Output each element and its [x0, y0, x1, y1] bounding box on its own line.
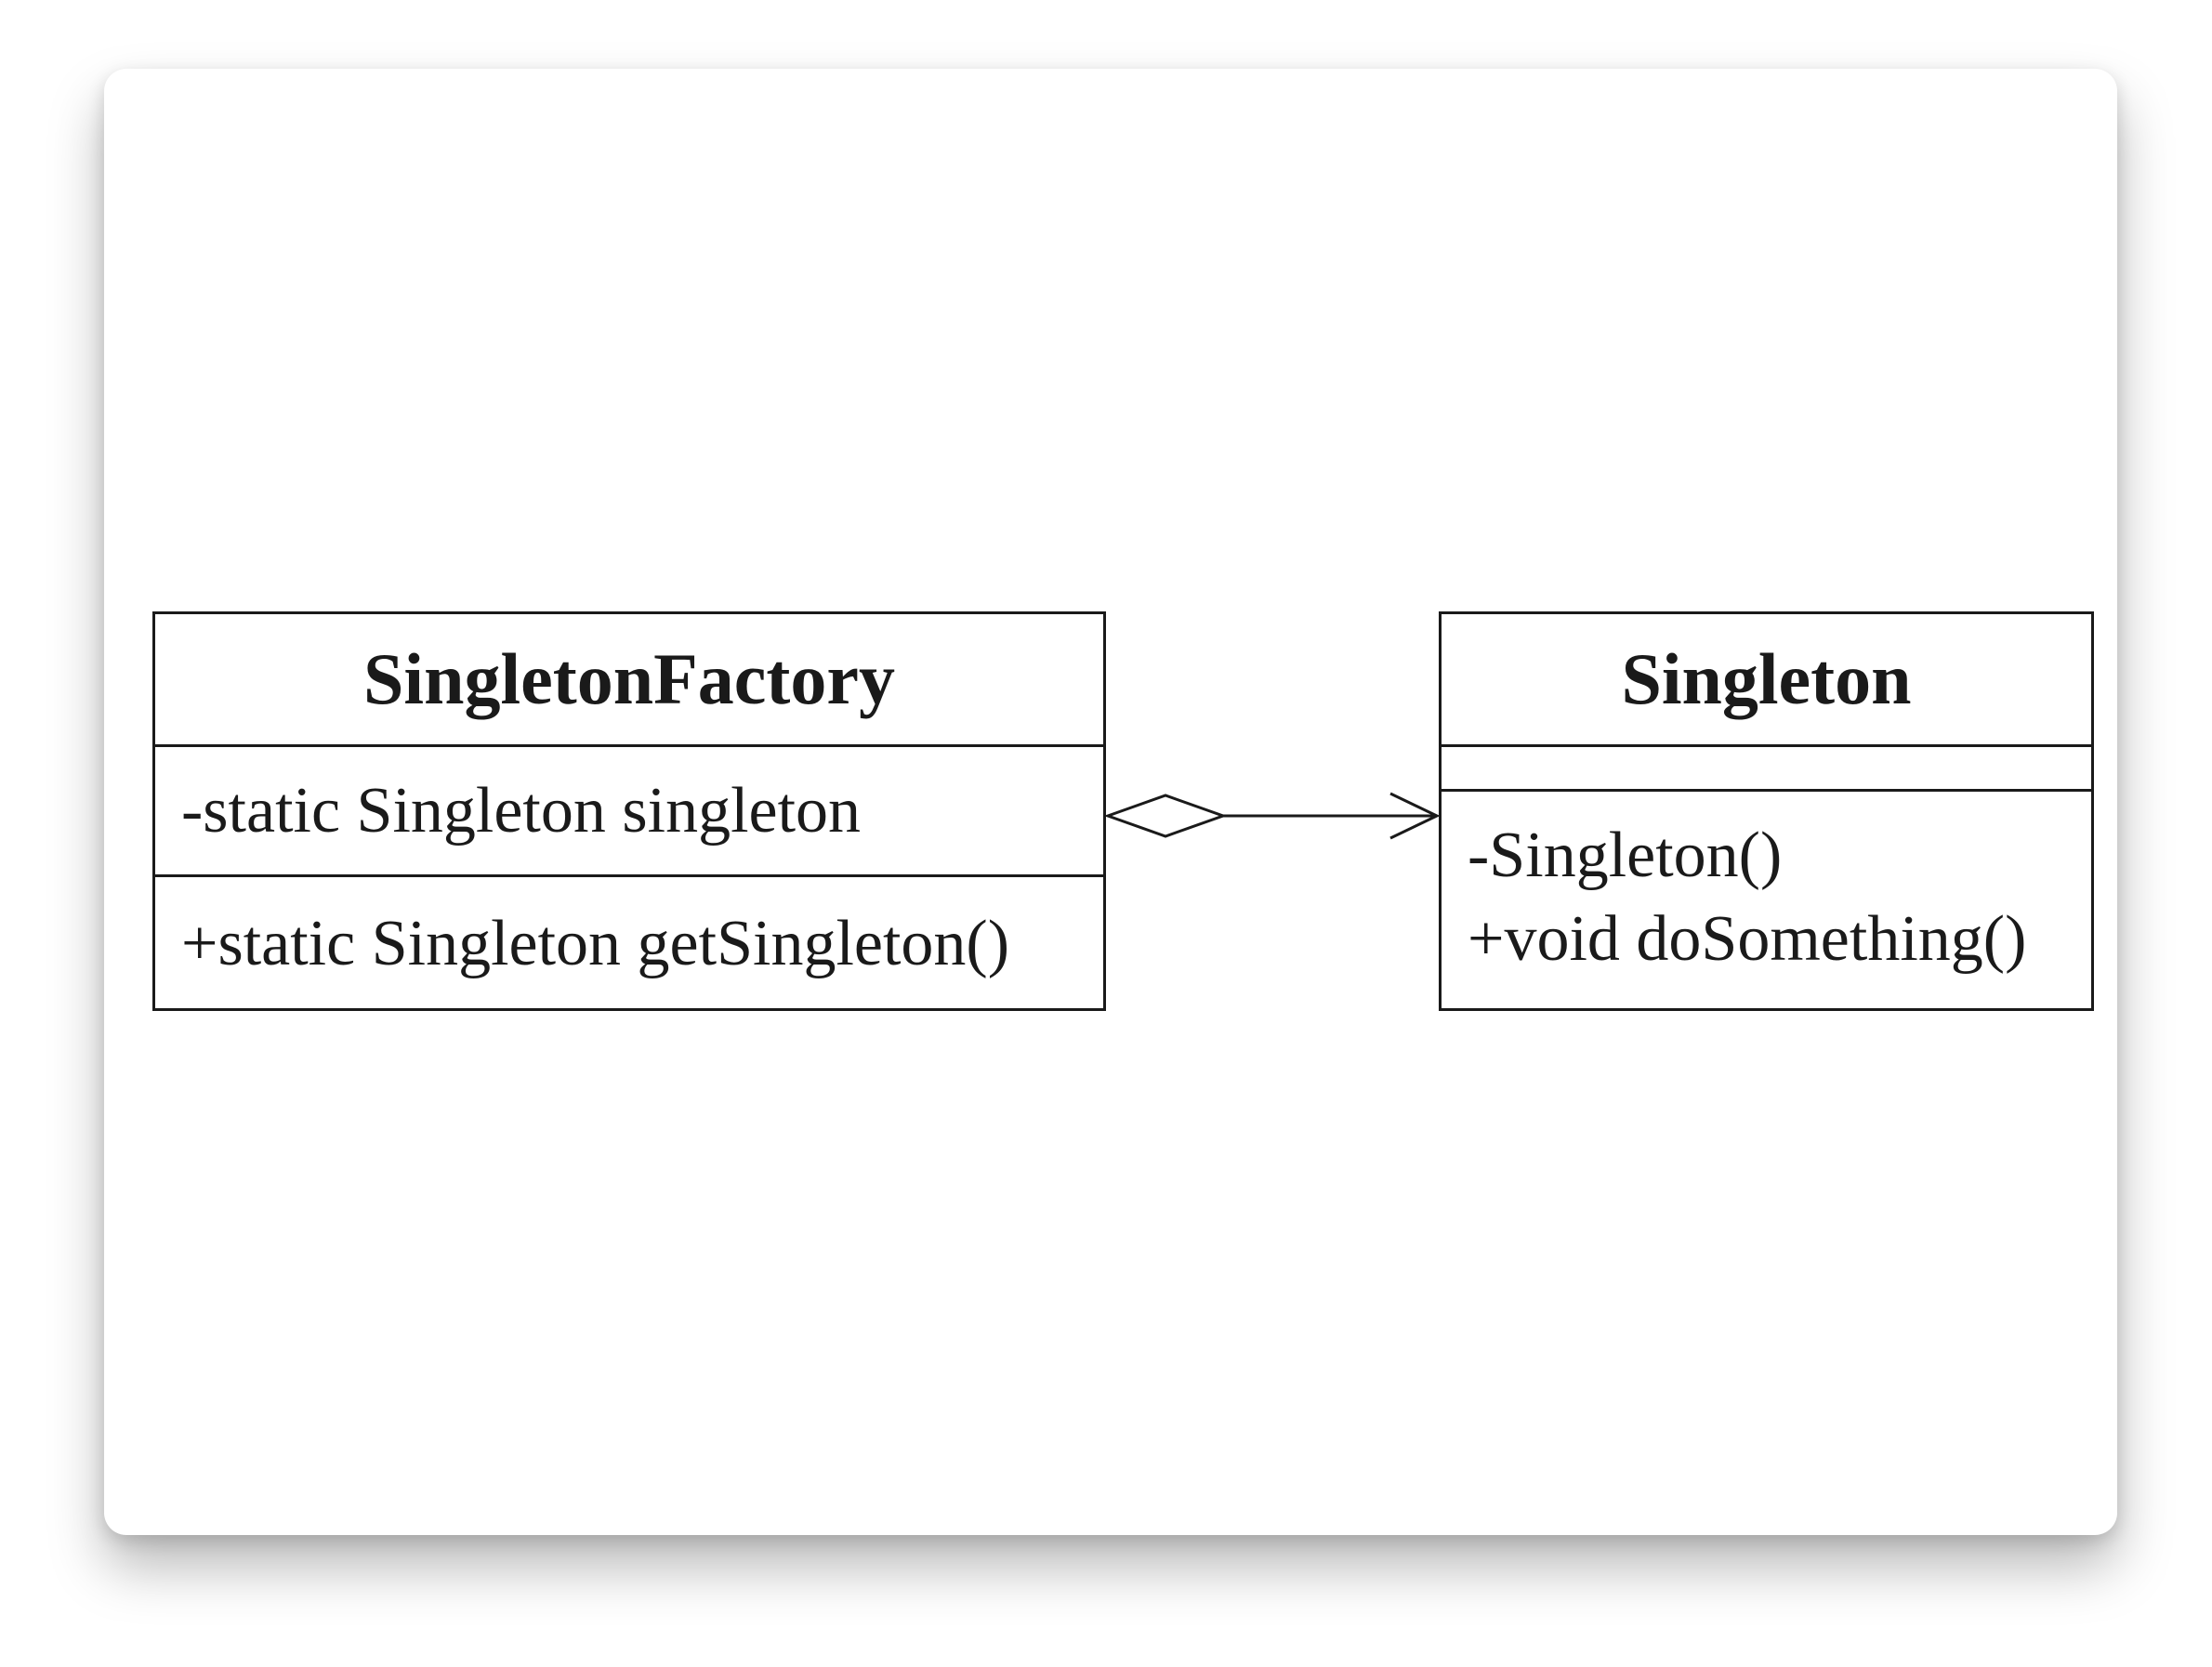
- class-name: Singleton: [1442, 614, 2091, 747]
- attributes-compartment: -static Singleton singleton: [155, 747, 1103, 877]
- attributes-compartment: [1442, 747, 2091, 792]
- operations-compartment: +static Singleton getSingleton(): [155, 877, 1103, 1011]
- navigability-arrowhead: [1389, 792, 1441, 840]
- diagram-canvas: SingletonFactory -static Singleton singl…: [104, 69, 2117, 1535]
- operation: +void doSomething(): [1468, 903, 2027, 975]
- operations-compartment: -Singleton() +void doSomething(): [1442, 792, 2091, 981]
- class-name: SingletonFactory: [155, 614, 1103, 747]
- aggregation-diamond: [1103, 794, 1228, 838]
- attribute: -static Singleton singleton: [181, 774, 862, 847]
- class-box-singleton-factory[interactable]: SingletonFactory -static Singleton singl…: [152, 611, 1106, 1011]
- operation: -Singleton(): [1468, 820, 1783, 891]
- operation: +static Singleton getSingleton(): [181, 908, 1010, 979]
- class-box-singleton[interactable]: Singleton -Singleton() +void doSomething…: [1439, 611, 2094, 1011]
